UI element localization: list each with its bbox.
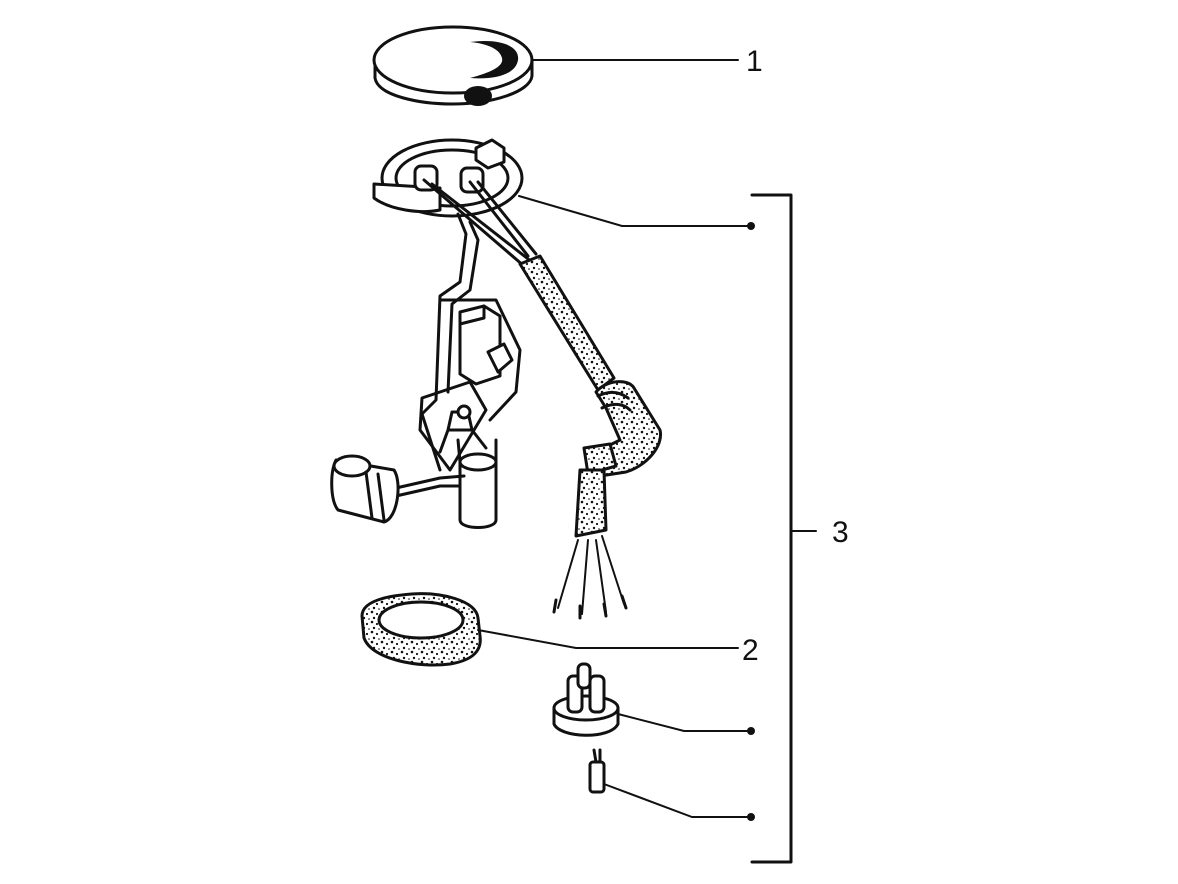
terminal-pin (588, 748, 606, 794)
tank-gasket-ring (360, 592, 482, 667)
fuel-tank-cap (372, 25, 534, 106)
wiring-connector (552, 662, 620, 737)
callout-1-label: 1 (746, 45, 763, 78)
fuel-pump-assembly (330, 138, 663, 620)
callout-2-label: 2 (742, 634, 759, 667)
assembly-bracket (750, 193, 817, 864)
leader-lines (477, 59, 755, 821)
callout-3-label: 3 (832, 516, 849, 549)
